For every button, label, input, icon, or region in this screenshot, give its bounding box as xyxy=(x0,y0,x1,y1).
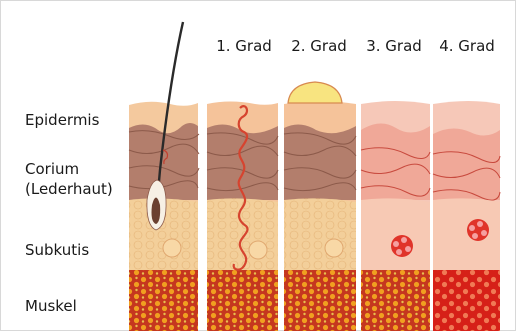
layer-label-lederhaut: (Lederhaut) xyxy=(25,180,113,198)
layer-label-corium: Corium xyxy=(25,160,79,178)
grade-4-label: 4. Grad xyxy=(429,37,505,55)
grade-3-label: 3. Grad xyxy=(356,37,432,55)
column-grade-2 xyxy=(284,82,356,331)
column-grade-3 xyxy=(361,101,430,331)
grade-2-label: 2. Grad xyxy=(281,37,357,55)
layer-label-epidermis: Epidermis xyxy=(25,111,99,129)
column-grade-4 xyxy=(433,101,500,331)
layer-label-muskel: Muskel xyxy=(25,297,77,315)
layer-label-subkutis: Subkutis xyxy=(25,241,89,259)
column-normal-skin xyxy=(129,22,199,331)
grade-1-label: 1. Grad xyxy=(206,37,282,55)
column-grade-1 xyxy=(207,102,278,331)
